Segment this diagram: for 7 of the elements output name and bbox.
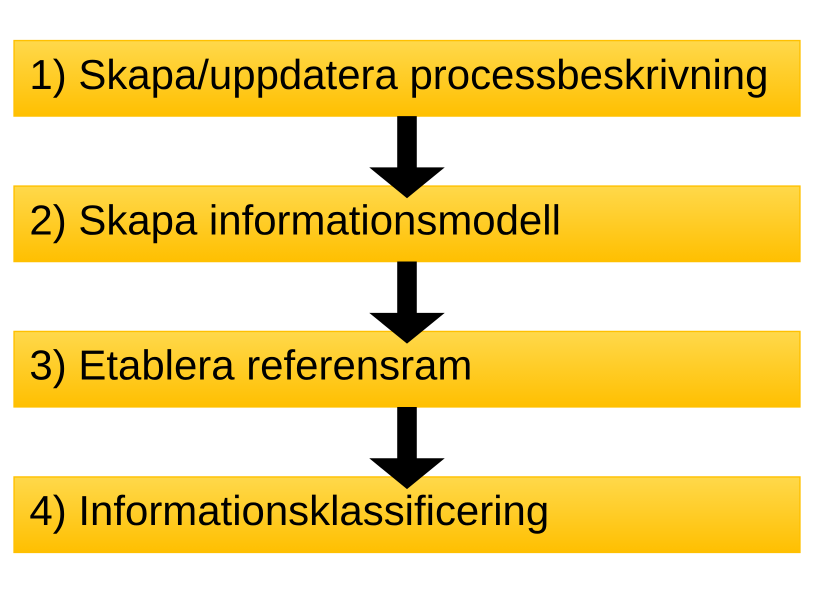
arrow xyxy=(369,406,445,490)
node-box: 3) Etablera referensram xyxy=(13,330,801,408)
node-box: 1) Skapa/uppdatera processbeskrivning xyxy=(13,40,801,117)
node-box: 2) Skapa informationsmodell xyxy=(13,185,801,262)
arrow xyxy=(369,116,445,198)
arrow xyxy=(369,262,445,344)
node-box: 4) Informationsklassificering xyxy=(13,476,801,554)
